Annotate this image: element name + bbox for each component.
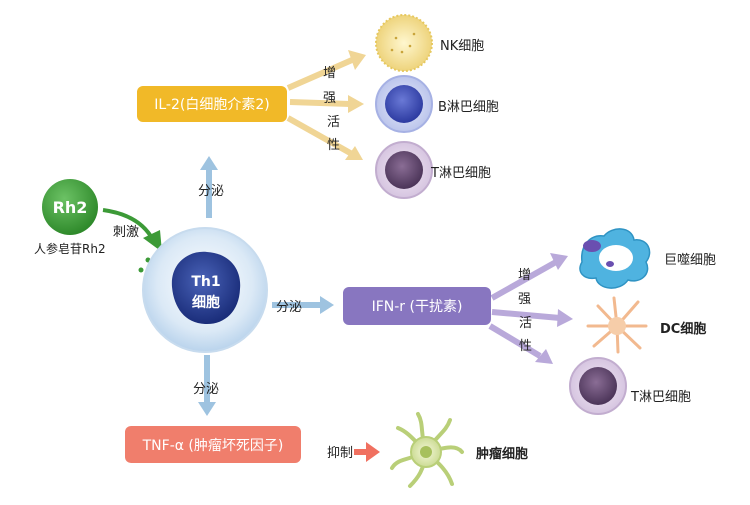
nk-cell-icon [375, 14, 433, 72]
ifn-enhance-char: 活 [519, 316, 533, 331]
b-cell-icon [375, 75, 433, 133]
secrete-up-label: 分泌 [198, 184, 225, 199]
inhibit-label: 抑制 [327, 446, 354, 461]
dc-cell-label: DC细胞 [660, 322, 707, 337]
secrete-right-label: 分泌 [276, 300, 303, 315]
tumor-cell-label: 肿瘤细胞 [476, 447, 529, 462]
t-cell-icon [375, 141, 433, 199]
ifn-enhance-char: 强 [518, 292, 532, 307]
tumor-cell-icon [390, 412, 464, 488]
rh2-badge-icon [42, 179, 98, 235]
dc-cell-icon [586, 296, 648, 354]
secrete-up-arrow-icon [200, 156, 218, 218]
rh2-badge-label: Rh2 [52, 198, 88, 217]
th1-cell-icon [142, 227, 268, 353]
ifn-enhance-arrows-icon [488, 253, 573, 364]
stimulate-label: 刺激 [113, 225, 140, 240]
t-cell-ifn-icon [569, 357, 627, 415]
inhibit-arrow-icon [354, 442, 380, 462]
nk-cell-label: NK细胞 [440, 39, 485, 54]
th1-cell-label: 细胞 [192, 295, 220, 311]
il2-enhance-char: 强 [323, 91, 337, 106]
il2-enhance-char: 性 [327, 138, 341, 153]
b-cell-label: B淋巴细胞 [438, 100, 499, 115]
ifn-enhance-char: 性 [519, 339, 533, 354]
secrete-right-arrow-icon [272, 296, 334, 314]
il2-box: IL-2(白细胞介素2) [137, 86, 287, 122]
t-cell-label: T淋巴细胞 [431, 166, 491, 181]
secrete-down-arrow-icon [198, 355, 216, 416]
secrete-down-label: 分泌 [193, 382, 220, 397]
macrophage-icon [579, 228, 651, 289]
il2-enhance-char: 活 [327, 115, 341, 130]
rh2-caption: 人参皂苷Rh2 [34, 242, 106, 256]
ifn-box: IFN-r (干扰素) [343, 287, 491, 325]
th1-label: Th1 [191, 274, 221, 290]
il2-enhance-arrows-icon [286, 50, 366, 160]
ifn-enhance-char: 增 [518, 268, 532, 283]
tnf-box: TNF-α (肿瘤坏死因子) [125, 426, 301, 463]
t-cell-ifn-label: T淋巴细胞 [631, 390, 691, 405]
macrophage-label: 巨噬细胞 [664, 253, 717, 268]
il2-enhance-char: 增 [323, 66, 337, 81]
